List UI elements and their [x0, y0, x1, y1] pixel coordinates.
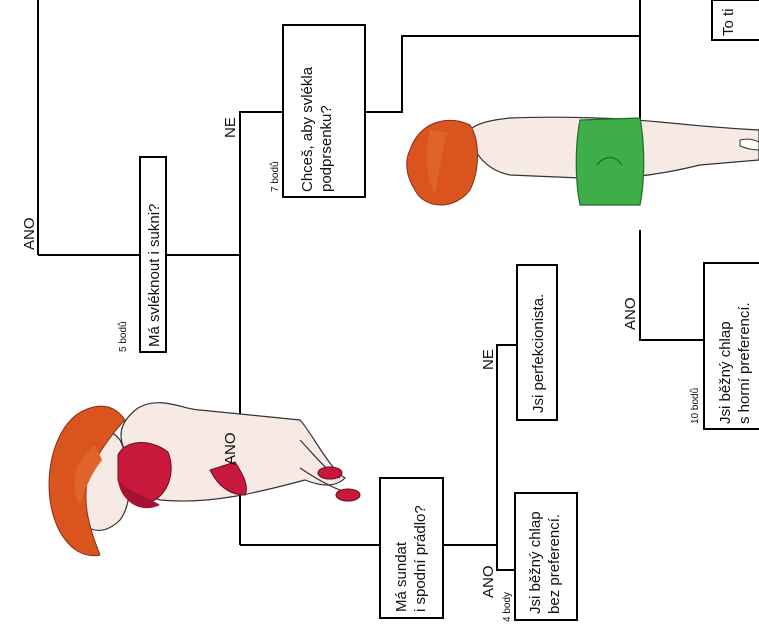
label-yes-skirt: ANO — [21, 217, 38, 250]
points-bra: 7 bodů — [269, 161, 281, 192]
woman-in-red-bikini-illustration — [49, 403, 360, 556]
label-yes-underwear: ANO — [222, 432, 239, 465]
label-no-skirt: NE — [222, 117, 239, 138]
points-average: 4 body — [502, 592, 513, 622]
question-skirt-text: Má svléknout i sukni? — [146, 204, 163, 347]
result-perfectionist-text: Jsi perfekcionista. — [530, 294, 547, 413]
result-partial-text: To ti — [720, 8, 737, 36]
edge-bra-yes-lower — [640, 230, 704, 340]
edge-underwear-yes — [497, 545, 515, 570]
edge-bra-out — [365, 36, 640, 112]
points-top: 10 bodů — [689, 388, 701, 424]
label-yes-top: ANO — [622, 297, 639, 330]
woman-in-green-skirt-illustration — [407, 117, 759, 205]
points-skirt: 5 bodů — [117, 321, 129, 352]
label-no-underwear: NE — [480, 349, 497, 370]
result-perfectionist-node: Jsi perfekcionista. — [517, 265, 557, 420]
label-yes-average: ANO — [480, 565, 497, 598]
result-partial-node: To ti — [712, 0, 759, 40]
